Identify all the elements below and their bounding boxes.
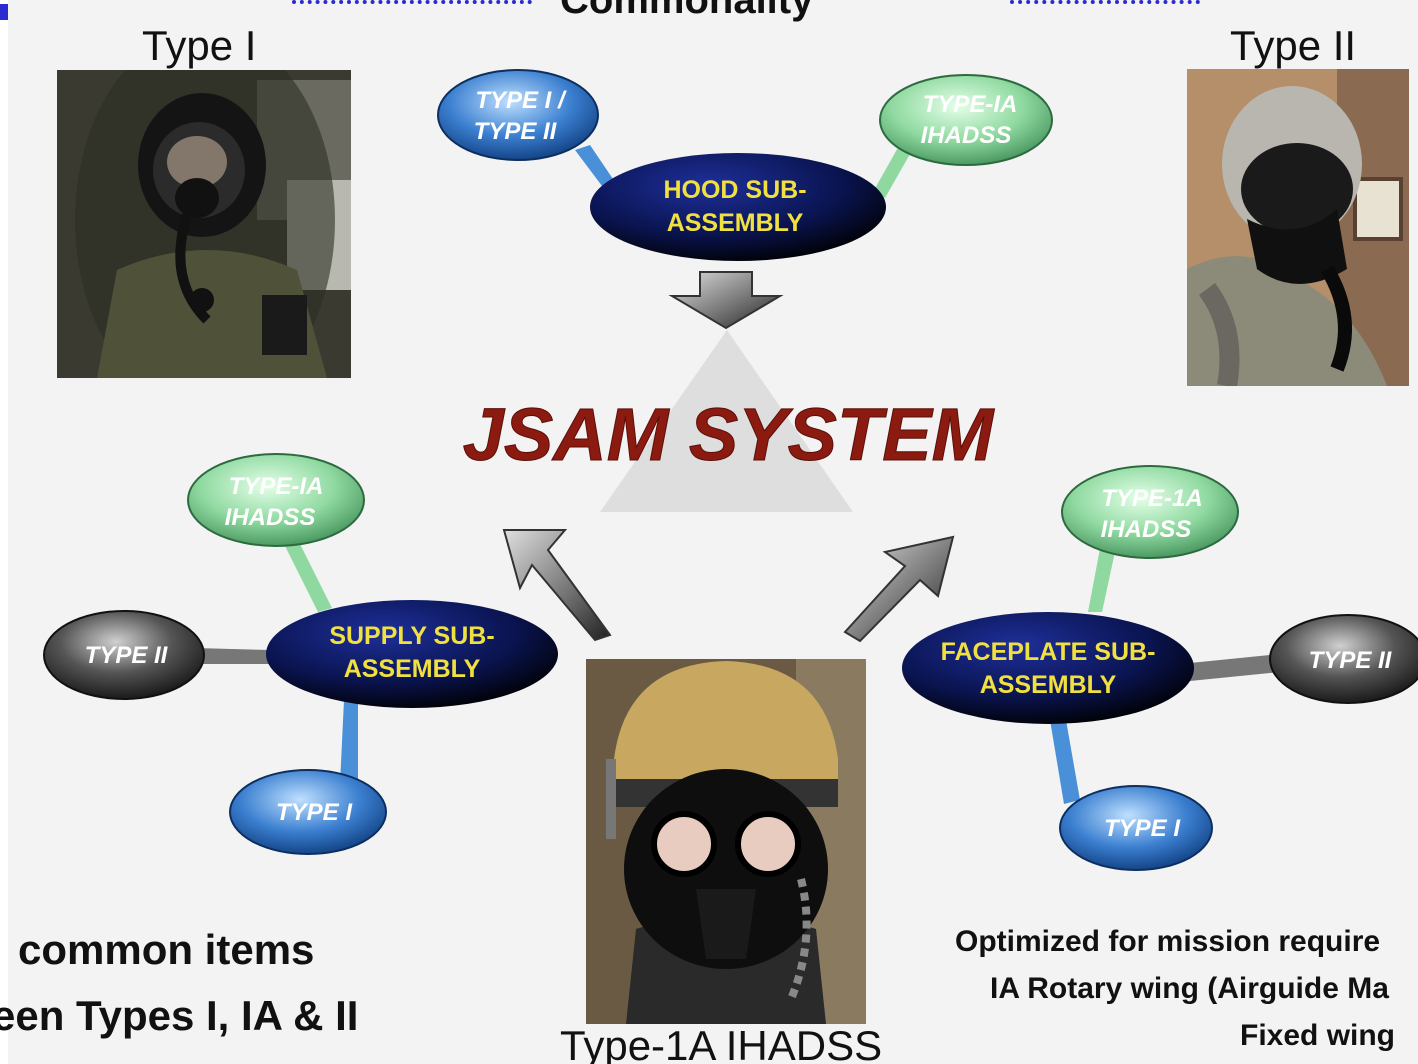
center-cone bbox=[600, 330, 853, 512]
tail-supply-blue bbox=[340, 700, 358, 784]
supply-subassembly-ellipse bbox=[266, 600, 558, 708]
tail-hood-blue bbox=[575, 145, 615, 186]
arrow-left-up bbox=[502, 529, 612, 642]
hood-blue-label-line2: TYPE II bbox=[474, 118, 558, 145]
hood-blue-label-line1: TYPE I / bbox=[475, 87, 567, 114]
supply-gray-label: TYPE II bbox=[85, 642, 169, 669]
face-green-label-line1: TYPE-1A bbox=[1101, 485, 1202, 512]
supply-green-label-line1: TYPE-IA bbox=[229, 473, 324, 500]
supply-green-label-line2: IHADSS bbox=[225, 504, 316, 531]
hood-bubble-blue bbox=[437, 69, 599, 161]
right-note-line3: Fixed wing bbox=[1240, 1019, 1396, 1052]
faceplate-subassembly-ellipse bbox=[902, 612, 1194, 724]
face-gray-label: TYPE II bbox=[1309, 647, 1393, 674]
arrow-down bbox=[668, 271, 784, 330]
tail-face-blue bbox=[1050, 720, 1080, 804]
hood-bubble-green bbox=[879, 74, 1053, 166]
type1a-caption: Type-1A IHADSS bbox=[560, 1022, 883, 1064]
face-bubble-blue bbox=[1059, 785, 1213, 871]
supply-bubble-blue bbox=[229, 769, 387, 855]
tail-supply-green bbox=[282, 536, 332, 612]
faceplate-label-line2: ASSEMBLY bbox=[980, 671, 1117, 699]
faceplate-label-line1: FACEPLATE SUB- bbox=[941, 638, 1156, 666]
left-note-line2: een Types I, IA & II bbox=[0, 992, 359, 1039]
hood-subassembly-ellipse bbox=[590, 153, 886, 261]
hood-green-label-line1: TYPE-IA bbox=[923, 91, 1018, 118]
left-note-line1: common items bbox=[18, 926, 315, 973]
supply-label-line2: ASSEMBLY bbox=[344, 655, 481, 683]
supply-label-line1: SUPPLY SUB- bbox=[329, 622, 494, 650]
face-blue-label: TYPE I bbox=[1104, 815, 1181, 842]
supply-bubble-green bbox=[187, 453, 365, 547]
header-dashes-left bbox=[292, 0, 532, 8]
type1-photo bbox=[57, 70, 351, 378]
arrow-right-up bbox=[843, 535, 955, 643]
header-title: Commonality bbox=[560, 0, 814, 22]
right-note-line2: IA Rotary wing (Airguide Ma bbox=[990, 972, 1389, 1005]
tail-supply-gray bbox=[195, 648, 270, 664]
face-bubble-green bbox=[1061, 465, 1239, 559]
hood-label-line2: ASSEMBLY bbox=[667, 209, 804, 237]
type2-caption: Type II bbox=[1230, 22, 1357, 69]
type1a-photo bbox=[586, 659, 866, 1024]
right-note-line1: Optimized for mission require bbox=[955, 925, 1381, 958]
corner-marker bbox=[0, 4, 8, 20]
face-bubble-gray bbox=[1269, 614, 1418, 704]
hood-label-line1: HOOD SUB- bbox=[663, 176, 806, 204]
center-title: JSAM SYSTEM bbox=[463, 393, 995, 476]
type1-caption: Type I bbox=[142, 22, 257, 69]
header-dashes-right bbox=[1010, 0, 1200, 8]
supply-bubble-gray bbox=[43, 610, 205, 700]
type2-photo bbox=[1187, 69, 1409, 386]
tail-face-gray bbox=[1180, 654, 1280, 682]
hood-green-label-line2: IHADSS bbox=[921, 122, 1012, 149]
tail-face-green bbox=[1088, 538, 1118, 612]
face-green-label-line2: IHADSS bbox=[1101, 516, 1192, 543]
supply-blue-label: TYPE I bbox=[276, 799, 353, 826]
